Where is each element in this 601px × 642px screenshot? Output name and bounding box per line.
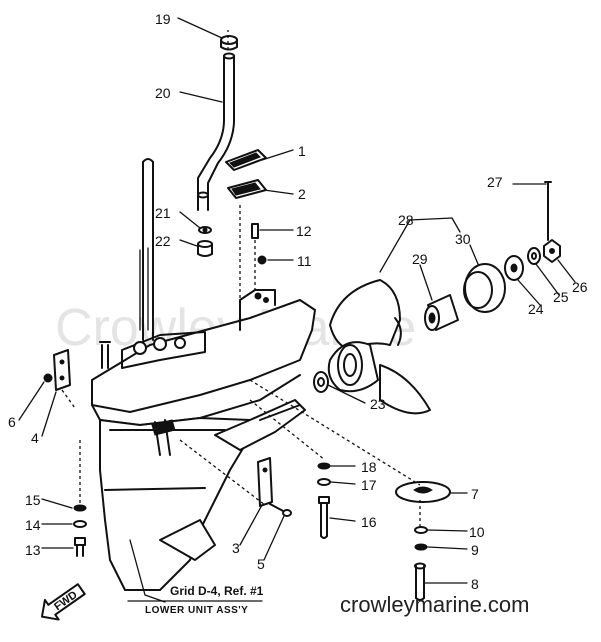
callout-15: 15 — [25, 492, 41, 508]
callout-10: 10 — [469, 524, 485, 540]
callout-6: 6 — [8, 414, 16, 430]
callout-16: 16 — [361, 514, 377, 530]
part-collar-22 — [197, 240, 213, 257]
part-anode-4 — [53, 349, 71, 391]
part-bolt-13 — [74, 537, 86, 557]
reference-assembly: LOWER UNIT ASS'Y — [145, 605, 248, 616]
callout-24: 24 — [528, 301, 544, 317]
callout-17: 17 — [361, 477, 377, 493]
part-screw-6 — [43, 373, 53, 383]
callout-21: 21 — [155, 205, 171, 221]
part-propeller-28 — [327, 279, 431, 415]
part-water-tube-20 — [197, 52, 235, 211]
part-washer-23 — [313, 371, 329, 393]
part-bolt-16 — [318, 496, 330, 539]
callout-8: 8 — [471, 576, 479, 592]
callout-5: 5 — [257, 556, 265, 572]
callout-4: 4 — [31, 430, 39, 446]
part-seal-21 — [198, 226, 212, 234]
callout-27: 27 — [487, 174, 503, 190]
lower-unit-housing — [91, 158, 316, 591]
part-plug-15 — [73, 504, 87, 512]
callout-20: 20 — [155, 85, 171, 101]
callout-23: 23 — [370, 396, 386, 412]
callout-29: 29 — [412, 251, 428, 267]
callout-12: 12 — [296, 223, 312, 239]
part-plug-18 — [317, 462, 331, 470]
part-washer-14 — [73, 520, 87, 528]
callout-1: 1 — [298, 143, 306, 159]
part-plate-7 — [395, 481, 451, 503]
callout-3: 3 — [232, 540, 240, 556]
part-spacer-29 — [424, 294, 459, 331]
part-ring-30 — [463, 263, 506, 313]
part-washer-10 — [414, 526, 428, 534]
part-pin-12 — [251, 223, 259, 239]
part-nut-26 — [543, 239, 561, 263]
callout-19: 19 — [155, 11, 171, 27]
part-plug-11 — [257, 255, 267, 265]
part-washer-24 — [504, 255, 524, 281]
callout-22: 22 — [155, 233, 171, 249]
part-trim-tab-3 — [257, 457, 273, 507]
callout-11: 11 — [297, 253, 312, 269]
part-grommet-19 — [220, 35, 238, 51]
part-washer-25 — [527, 247, 541, 265]
callout-26: 26 — [572, 279, 588, 295]
callout-labels: 1 2 3 4 5 6 7 8 9 10 11 12 13 14 15 16 1… — [8, 11, 588, 592]
callout-25: 25 — [553, 289, 569, 305]
part-cotter-pin-27 — [544, 181, 552, 241]
part-pad-2 — [227, 179, 267, 199]
part-bolt-8 — [414, 562, 426, 601]
callout-28: 28 — [398, 212, 414, 228]
callout-14: 14 — [25, 517, 41, 533]
alignment-lines — [61, 30, 421, 528]
callout-2: 2 — [298, 186, 306, 202]
callout-18: 18 — [361, 459, 377, 475]
reference-note: Grid D-4, Ref. #1 LOWER UNIT ASS'Y — [127, 584, 264, 616]
part-washer-9 — [414, 543, 428, 551]
part-bolt-5 — [269, 503, 292, 517]
part-pad-1 — [225, 149, 267, 171]
callout-13: 13 — [25, 542, 41, 558]
callout-9: 9 — [471, 542, 479, 558]
reference-grid: Grid D-4, Ref. #1 — [170, 584, 264, 598]
part-washer-17 — [317, 478, 331, 486]
leader-lines — [18, 17, 576, 603]
website-label: crowleymarine.com — [340, 592, 530, 617]
callout-7: 7 — [471, 486, 479, 502]
callout-30: 30 — [455, 231, 471, 247]
fwd-arrow: FWD — [40, 583, 86, 621]
